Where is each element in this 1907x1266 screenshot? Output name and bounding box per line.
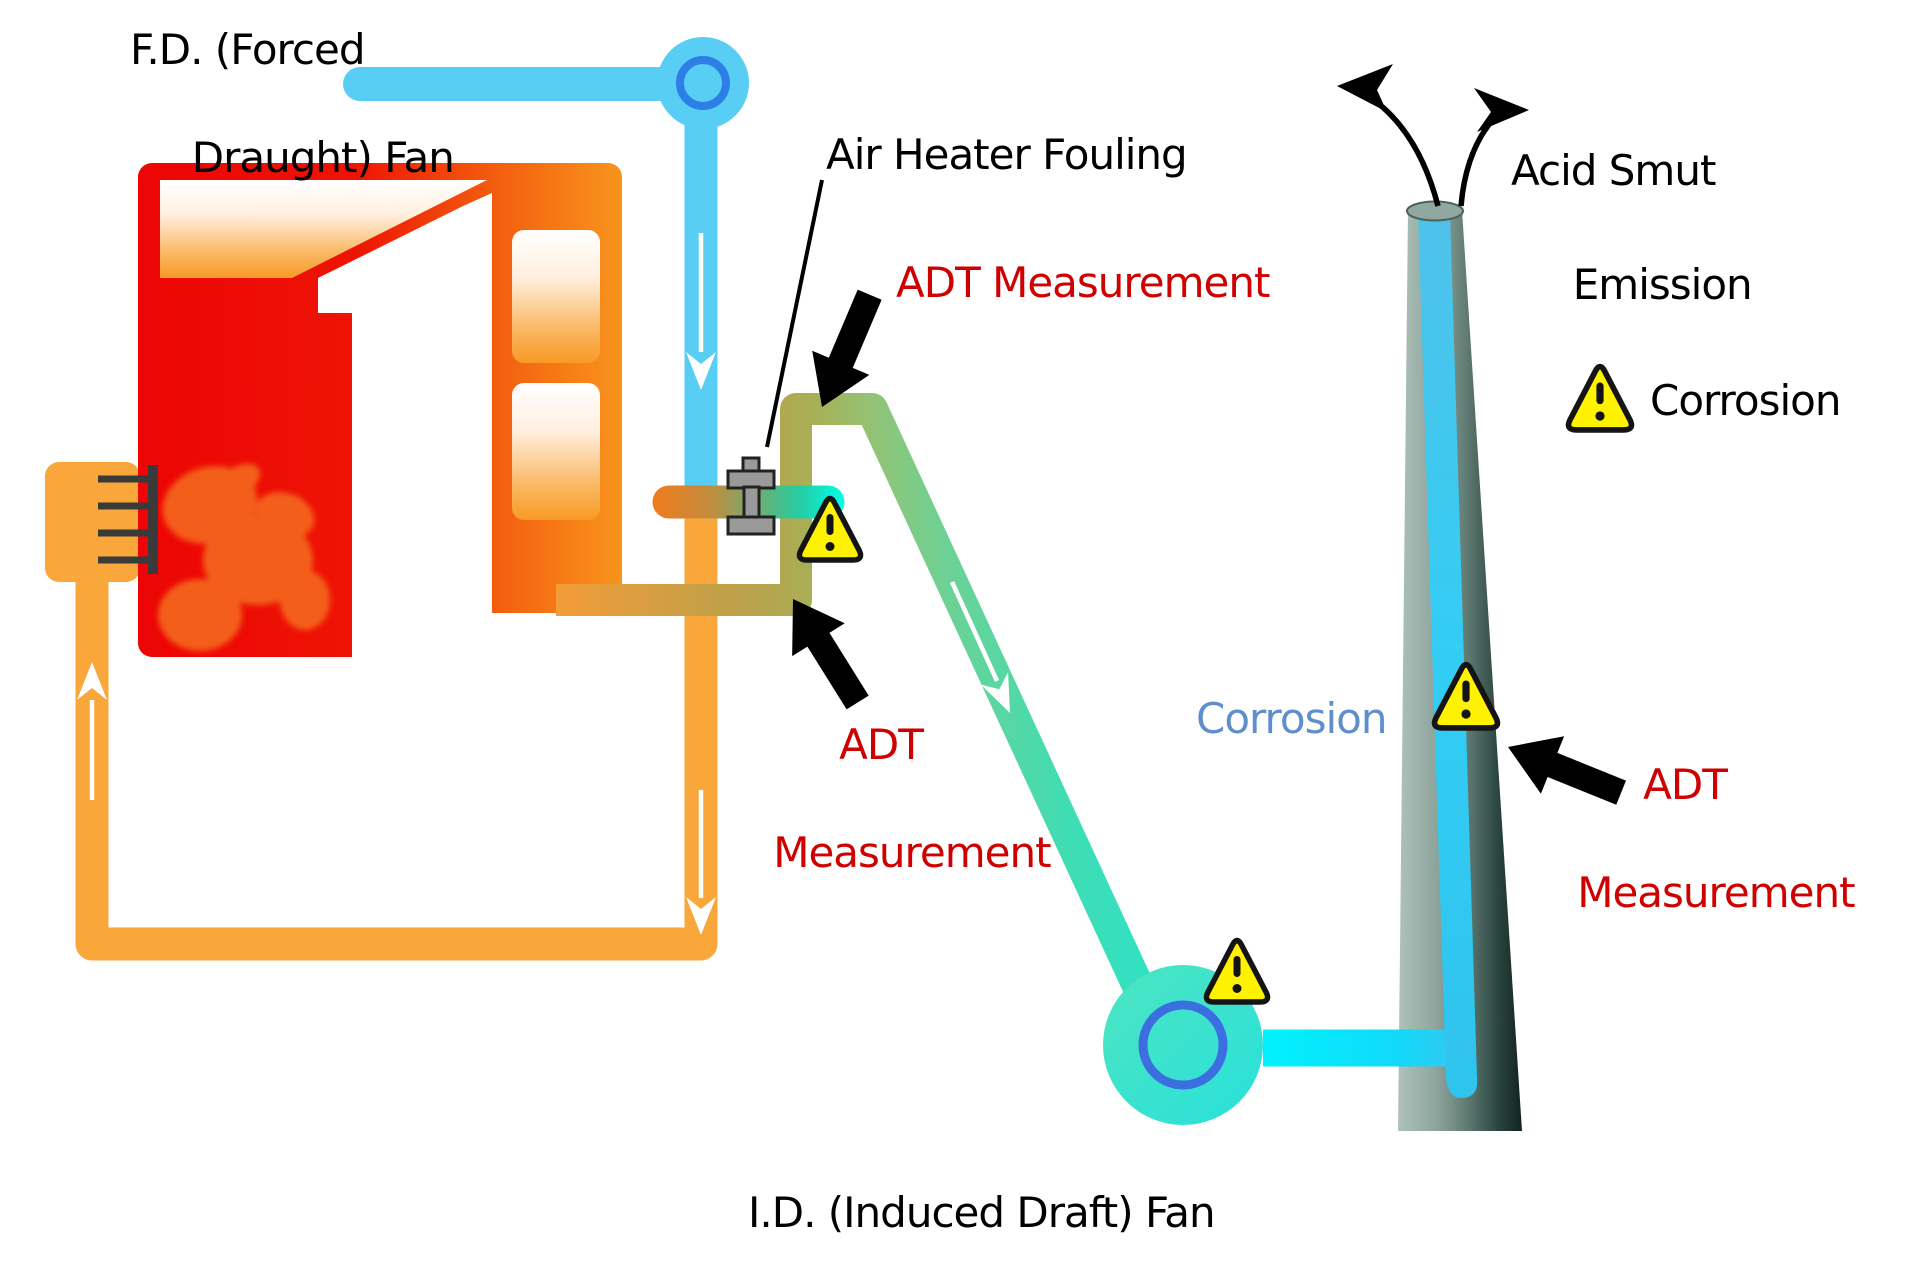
burner-icon [98, 465, 158, 493]
id-fan [1103, 965, 1263, 1125]
air-heater-fouling-label: Air Heater Fouling [826, 130, 1188, 179]
flow-arrow-down-icon [686, 233, 716, 390]
flow-arrow-up-icon [77, 662, 107, 800]
windbox [45, 462, 140, 582]
boiler-pass-panel [512, 383, 600, 520]
air-heater-element-icon [726, 456, 776, 536]
id-fan-label: I.D. (Induced Draft) Fan [748, 1188, 1216, 1237]
adt-label-line2: Measurement [773, 828, 1051, 877]
acid-smut-emission-label: Acid Smut Emission [1511, 142, 1753, 313]
adt-measurement-chimney-label: ADT Measurement [1495, 758, 1875, 920]
flow-arrow-diagonal-icon [949, 581, 1024, 720]
emission-arrow-left-icon [1337, 64, 1441, 207]
chimney-flue [1418, 214, 1478, 1098]
fd-fan-label-line1: F.D. (Forced [130, 25, 365, 74]
burner-icon [98, 492, 158, 520]
air-heater-pointer-line [765, 179, 824, 448]
burner-icon [98, 546, 158, 574]
burner-icon [98, 519, 158, 547]
fd-fan-hub-icon [676, 56, 730, 110]
fd-fan [657, 37, 749, 129]
furnace-hopper [160, 180, 487, 278]
adt-label-line1: ADT [1643, 760, 1728, 809]
id-fan-hub-icon [1138, 1000, 1228, 1090]
adt-measurement-boiler-outlet-label: ADT Measurement [691, 718, 1071, 880]
flue-gas-duct [556, 393, 1165, 1019]
corrosion-chimney-label: Corrosion [1196, 694, 1387, 743]
boiler-gas-pass-gap [318, 193, 492, 660]
fd-fan-label: F.D. (Forced Draught) Fan [130, 23, 455, 185]
boiler [98, 163, 626, 661]
acid-smut-line2: Emission [1572, 260, 1753, 309]
boiler-pass-panel [512, 230, 600, 363]
flow-arrow-down-icon [686, 790, 716, 935]
emission-arrow-right-icon [1458, 88, 1529, 207]
corrosion-legend-label: Corrosion [1650, 376, 1841, 425]
warning-triangle-icon [1206, 941, 1267, 1003]
adt-label-line1: ADT [839, 720, 924, 769]
adt-measurement-air-heater-label: ADT Measurement [896, 258, 1270, 307]
boiler-column-trim [490, 613, 626, 661]
fire-icon [158, 463, 330, 651]
fd-fan-label-line2: Draught) Fan [191, 133, 455, 182]
burner-icons [98, 465, 158, 574]
warning-triangle-icon [1569, 367, 1632, 430]
adt-label-line2: Measurement [1577, 868, 1855, 917]
acid-smut-line1: Acid Smut [1511, 146, 1716, 195]
